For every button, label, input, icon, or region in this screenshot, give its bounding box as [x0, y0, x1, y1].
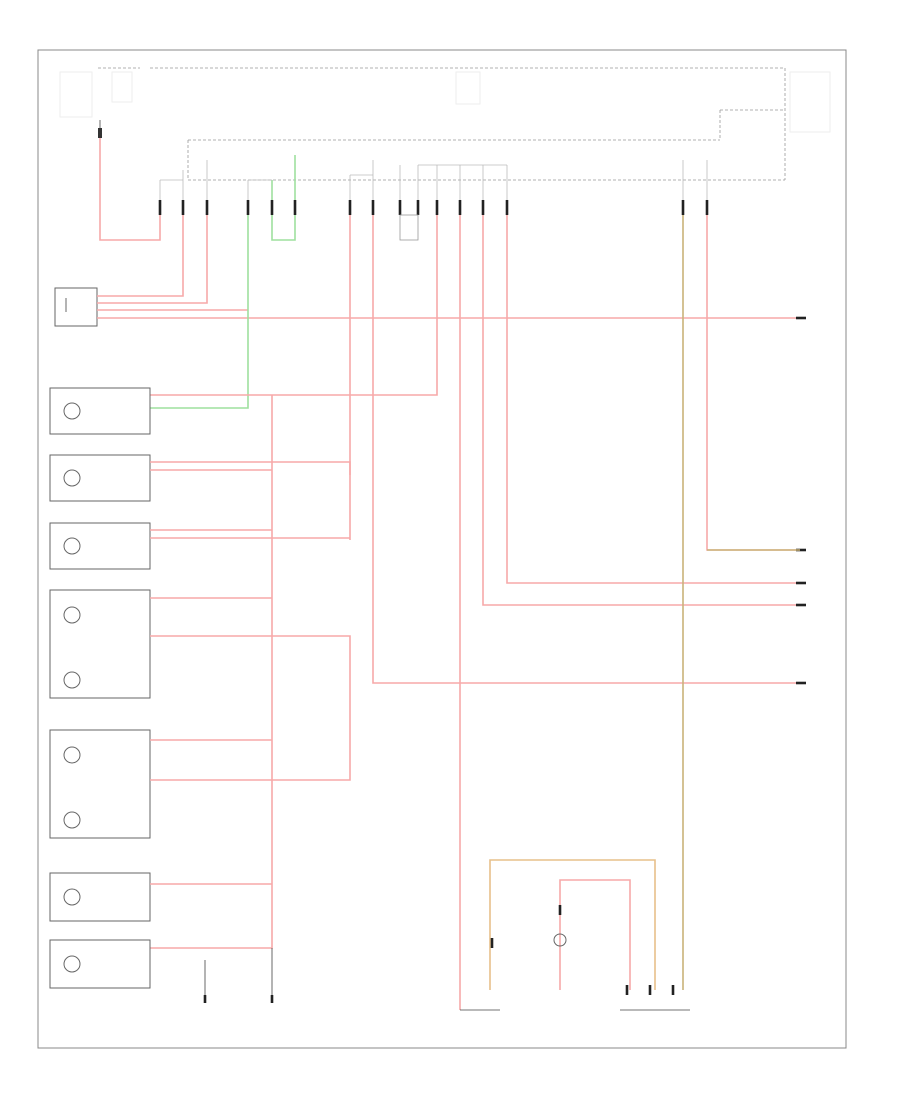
lamp-6: [49, 872, 272, 922]
lamp-7: [49, 939, 151, 989]
lamp-3: [49, 522, 350, 570]
wire-main-bus: [150, 395, 273, 949]
label-blocks: [59, 71, 831, 133]
diagram-frame: [37, 49, 847, 1049]
module-right: [460, 859, 690, 1011]
lamp-2: [49, 454, 351, 502]
wire-fuse-feed: [99, 138, 161, 241]
fuse-box: [98, 67, 786, 181]
lamp-4: [49, 589, 351, 699]
lamp-5: [49, 650, 351, 839]
lamp-1: [49, 387, 151, 435]
top-stubs: [159, 155, 708, 200]
switch-module: [54, 287, 98, 327]
top-connector-pins: [158, 200, 709, 215]
right-connectors: [707, 548, 806, 685]
wire-green: [150, 215, 249, 409]
